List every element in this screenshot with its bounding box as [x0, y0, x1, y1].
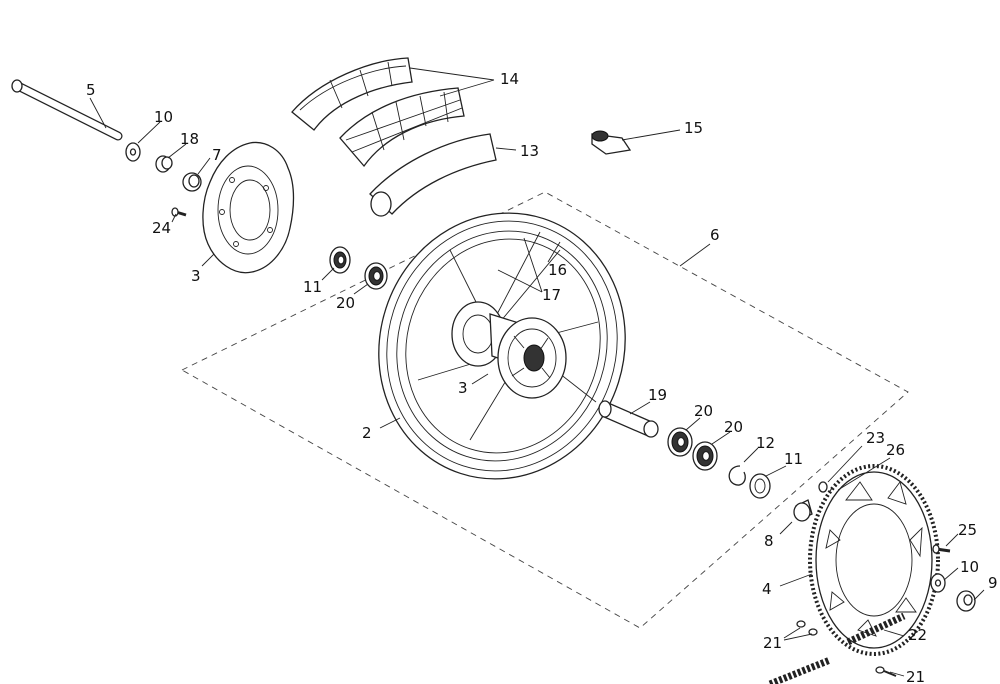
bearing-right-inner-part	[692, 441, 718, 471]
seal-right-part	[749, 473, 771, 499]
washer-right-part	[930, 573, 946, 593]
sprocket-spacer-part	[793, 499, 813, 522]
callout-18: 18	[180, 130, 199, 148]
callout-20-right-b: 20	[724, 418, 743, 436]
callout-16: 16	[548, 261, 567, 279]
sprocket-bolt-part	[932, 544, 951, 554]
callout-10-left: 10	[154, 108, 173, 126]
callout-21-b: 21	[906, 668, 925, 684]
callout-9: 9	[988, 574, 998, 592]
valve-clamp-part	[591, 130, 632, 155]
callout-2: 2	[362, 424, 372, 442]
callout-3: 3	[191, 267, 201, 285]
callout-14: 14	[500, 70, 519, 88]
callout-24: 24	[152, 219, 171, 237]
seal-part	[329, 246, 351, 274]
drive-chain-part	[768, 612, 906, 684]
callout-11-right: 11	[784, 450, 803, 468]
bearing-right-outer-part	[667, 427, 693, 457]
disc-bolt-part	[171, 207, 187, 217]
rim-strip-part	[291, 57, 465, 168]
callout-20-right-a: 20	[694, 402, 713, 420]
callout-10-right: 10	[960, 558, 979, 576]
callout-23: 23	[866, 429, 885, 447]
callout-1: 3	[458, 379, 468, 397]
callout-17: 17	[542, 286, 561, 304]
axle-spacer-part	[598, 400, 659, 438]
callout-7: 7	[212, 146, 222, 164]
callout-13: 13	[520, 142, 539, 160]
callout-15: 15	[684, 119, 703, 137]
callout-20-left: 20	[336, 294, 355, 312]
spacer-part	[155, 155, 173, 173]
callout-labels: 3 2 3 4 5 6 7 8 9 10 10 11 11 12 13 14 1…	[86, 70, 998, 684]
callout-21-a: 21	[763, 634, 782, 652]
hub-part	[451, 301, 567, 399]
washer-part	[125, 142, 141, 162]
callout-22: 22	[908, 626, 927, 644]
axle-part	[11, 79, 123, 141]
inner-tube-part	[369, 133, 497, 217]
axle-nut-part	[956, 590, 976, 612]
callout-6: 6	[710, 226, 720, 244]
brake-disc-part	[202, 141, 295, 274]
bearing-part	[364, 262, 388, 290]
chain-link-part	[796, 620, 897, 677]
callout-5: 5	[86, 81, 96, 99]
callout-4: 4	[762, 580, 772, 598]
sprocket-part	[808, 464, 940, 656]
circlip-part	[728, 465, 746, 486]
leader-lines	[89, 67, 985, 677]
callout-26: 26	[886, 441, 905, 459]
callout-19: 19	[648, 386, 667, 404]
callout-8: 8	[764, 532, 774, 550]
callout-12: 12	[756, 434, 775, 452]
callout-25: 25	[958, 521, 977, 539]
collar-part	[182, 172, 202, 192]
callout-11-left: 11	[303, 278, 322, 296]
